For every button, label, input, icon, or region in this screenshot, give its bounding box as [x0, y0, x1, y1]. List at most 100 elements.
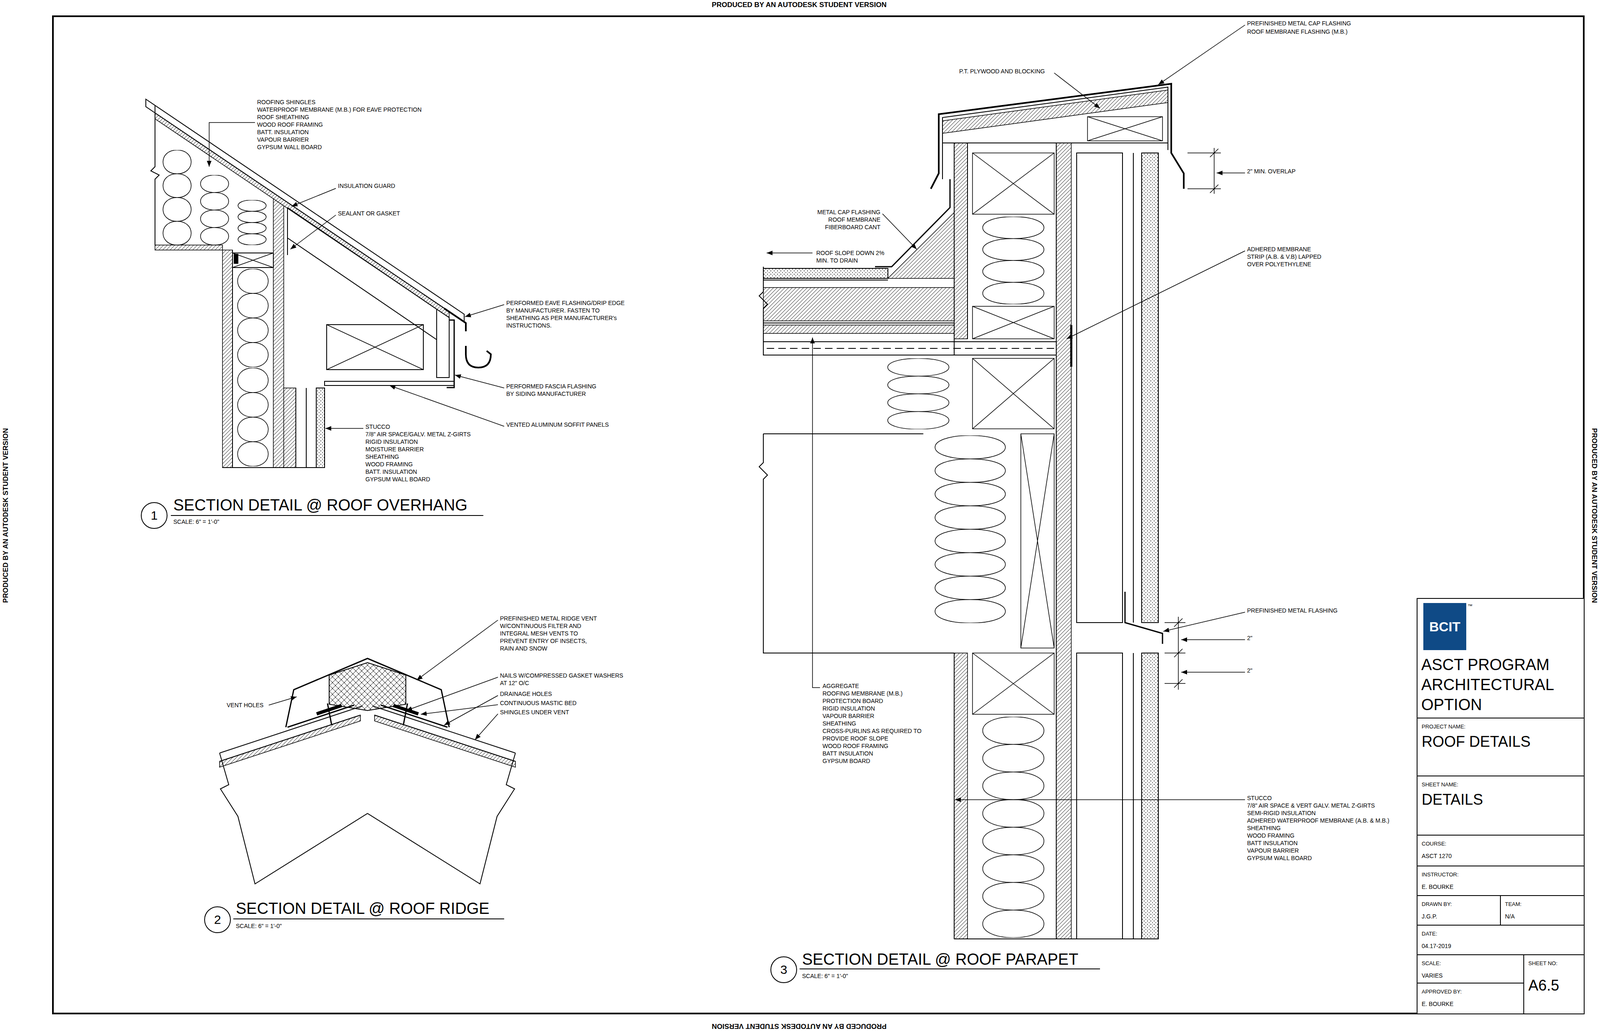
field-value: E. BOURKE [1421, 1000, 1454, 1008]
callout-text: MOISTURE BARRIER [365, 445, 424, 453]
callout-text: SEMI-RIGID INSULATION [1247, 809, 1316, 817]
callout-text: SHEATHING [822, 719, 857, 728]
title-block-cell: PROJECT NAME:ROOF DETAILS [1416, 717, 1585, 777]
leader-line [1066, 250, 1245, 339]
callout-text: WOOD ROOF FRAMING [257, 120, 323, 129]
batt-insulation [887, 358, 950, 430]
stucco-aggregate [763, 152, 1159, 939]
leader-line [475, 713, 498, 740]
sheathing-hatch [763, 90, 1168, 939]
sealant [234, 254, 238, 264]
leader-line [389, 385, 505, 427]
callout-text: SHEATHING [1247, 824, 1281, 832]
field-value: 04.17-2019 [1421, 942, 1452, 950]
callout-text: BATT. INSULATION [365, 467, 418, 476]
sheet-frame [52, 16, 1584, 1014]
leader-line [406, 677, 498, 711]
leader-line [268, 696, 297, 705]
program-name: ASCT PROGRAM ARCHITECTURAL OPTION [1421, 654, 1568, 715]
eave-flashing [444, 308, 466, 332]
callout-text: SHEATHING [365, 452, 400, 461]
batt-insulation [982, 716, 1045, 828]
callout-text: STUCCO [1247, 794, 1272, 802]
title-block-cell: SHEET NAME: DETAILS [1416, 775, 1585, 836]
wall-outline [759, 142, 1159, 939]
logo-text: BCIT [1429, 619, 1461, 635]
callout-text: ROOFING SHINGLES [257, 98, 316, 106]
title-block-header: ASCT PROGRAM ARCHITECTURAL OPTIONBCIT™ [1416, 597, 1585, 719]
dimension-text: 2" MIN. OVERLAP [1247, 167, 1296, 175]
leader-line [325, 427, 364, 429]
stucco-finish [316, 387, 325, 468]
field-value: N/A [1505, 912, 1515, 920]
callout-text: ROOF MEMBRANE FLASHING (M.B.) [1247, 27, 1348, 36]
callout-text: BATT INSULATION [1247, 839, 1298, 847]
nail [327, 703, 408, 725]
leader-line [1216, 172, 1245, 174]
field-label: COURSE: [1421, 840, 1447, 848]
callout-text: VENT HOLES [226, 701, 264, 709]
callout-text: SHINGLES UNDER VENT [500, 708, 570, 716]
parapet-section [759, 83, 1221, 969]
callout-text: RIGID INSULATION [365, 437, 418, 446]
gutter [465, 345, 491, 368]
callout-text: ADHERED WATERPROOF MEMBRANE (A.B. & M.B.… [1247, 816, 1390, 825]
field-label: INSTRUCTOR: [1421, 871, 1459, 878]
callout-text: PROTECTION BOARD [822, 697, 883, 705]
leader-lines [209, 25, 1245, 800]
leader-line [420, 704, 498, 715]
callout-text: WATERPROOF MEMBRANE (M.B.) FOR EAVE PROT… [257, 105, 422, 114]
callout-text: SEALANT OR GASKET [337, 209, 400, 218]
cap-flashing [930, 83, 1184, 189]
leader-line [882, 213, 917, 250]
title-block-cell: INSTRUCTOR: E. BOURKE [1416, 865, 1585, 896]
callout-text: CONTINUOUS MASTIC BED [500, 699, 577, 707]
field-value: ROOF DETAILS [1421, 733, 1531, 750]
field-label: SHEET NAME: [1421, 781, 1459, 788]
roof-outline [219, 705, 516, 884]
title-block-cell: TEAM: N/A [1500, 895, 1585, 926]
field-value: E. BOURKE [1421, 883, 1454, 890]
callout-text: GYPSUM BOARD [822, 757, 870, 765]
field-value: ASCT 1270 [1421, 852, 1452, 860]
callout-text: 7/8" AIR SPACE & VERT GALV. METAL Z-GIRT… [1247, 801, 1375, 810]
title-block-cell: DRAWN BY:J.G.P. [1416, 895, 1501, 926]
leader-line [1158, 25, 1245, 85]
callout-text: PREFINISHED METAL FLASHING [1247, 606, 1338, 615]
callout-text: GYPSUM WALL BOARD [365, 475, 430, 483]
callout-text: ROOF MEMBRANE [828, 215, 881, 224]
dimension-text: 2" [1247, 666, 1253, 675]
watermark: PRODUCED BY AN AUTODESK STUDENT VERSION [711, 1021, 887, 1030]
callout-text: VENTED ALUMINUM SOFFIT PANELS [506, 420, 609, 429]
roof-membrane-flashing [942, 87, 1168, 180]
dimension-lines [1164, 147, 1221, 690]
batt-insulation [237, 367, 269, 467]
field-label: TEAM: [1505, 900, 1522, 908]
scale-note: SCALE: 6" = 1'-0" [173, 517, 220, 526]
callout-text: ROOFING MEMBRANE (M.B.) [822, 689, 903, 698]
batt-insulation [200, 175, 229, 245]
field-value: DETAILS [1421, 791, 1483, 808]
callout-text: VAPOUR BARRIER [1247, 846, 1299, 855]
leader-line [291, 188, 336, 207]
leader-line [812, 337, 820, 688]
callout-number: 1 [150, 508, 158, 523]
callout-text: WOOD FRAMING [365, 460, 413, 468]
watermark: PRODUCED BY AN AUTODESK STUDENT VERSION [711, 0, 887, 10]
callout-text: PERFORMED EAVE FLASHING/DRIP EDGE BY MAN… [506, 299, 632, 330]
title-underline [799, 968, 1100, 970]
callout-text: PREFINISHED METAL CAP FLASHING [1247, 19, 1351, 28]
callout-text: PREFINISHED METAL RIDGE VENT W/CONTINUOU… [500, 614, 600, 653]
title-block-cell: COURSE: ASCT 1270 [1416, 834, 1585, 867]
batt-insulation [982, 827, 1045, 938]
callout-text: VAPOUR BARRIER [257, 135, 309, 144]
callout-text: RIGID INSULATION [822, 704, 875, 713]
lumber-cross [232, 252, 424, 370]
leader-line [1163, 612, 1245, 632]
callout-circle: 2 [204, 906, 231, 933]
callout-circle: 1 [140, 502, 168, 529]
watermark: PRODUCED BY AN AUTODESK STUDENT VERSION [1, 427, 10, 603]
detail-title: SECTION DETAIL @ ROOF OVERHANG [173, 495, 468, 515]
